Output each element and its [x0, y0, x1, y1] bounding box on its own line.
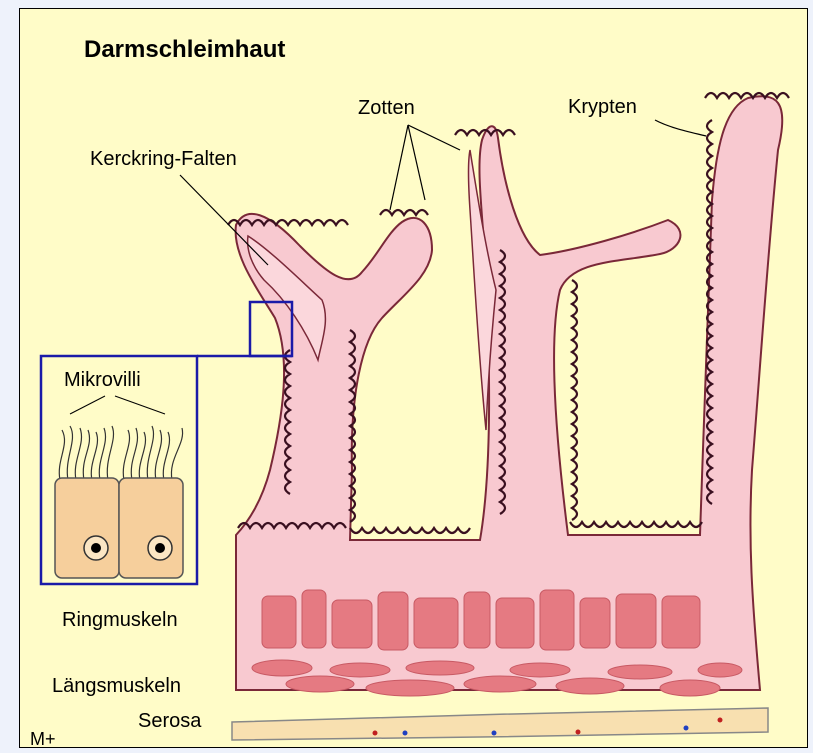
label-serosa: Serosa [138, 710, 201, 733]
epithelium-crypt-wall [572, 280, 577, 520]
label-corner-mark: M+ [30, 729, 56, 750]
label-krypten: Krypten [568, 96, 637, 119]
label-ringmuskeln: Ringmuskeln [62, 609, 178, 632]
epithelium-fold-2 [380, 210, 428, 215]
label-laengsmuskeln: Längsmuskeln [52, 675, 181, 698]
label-mikrovilli: Mikrovilli [64, 369, 141, 392]
epithelium-fold-4 [705, 93, 789, 98]
serosa-band [232, 708, 768, 740]
label-kerckring-falten: Kerckring-Falten [90, 148, 237, 171]
label-zotten: Zotten [358, 97, 415, 120]
diagram-title: Darmschleimhaut [84, 36, 285, 64]
